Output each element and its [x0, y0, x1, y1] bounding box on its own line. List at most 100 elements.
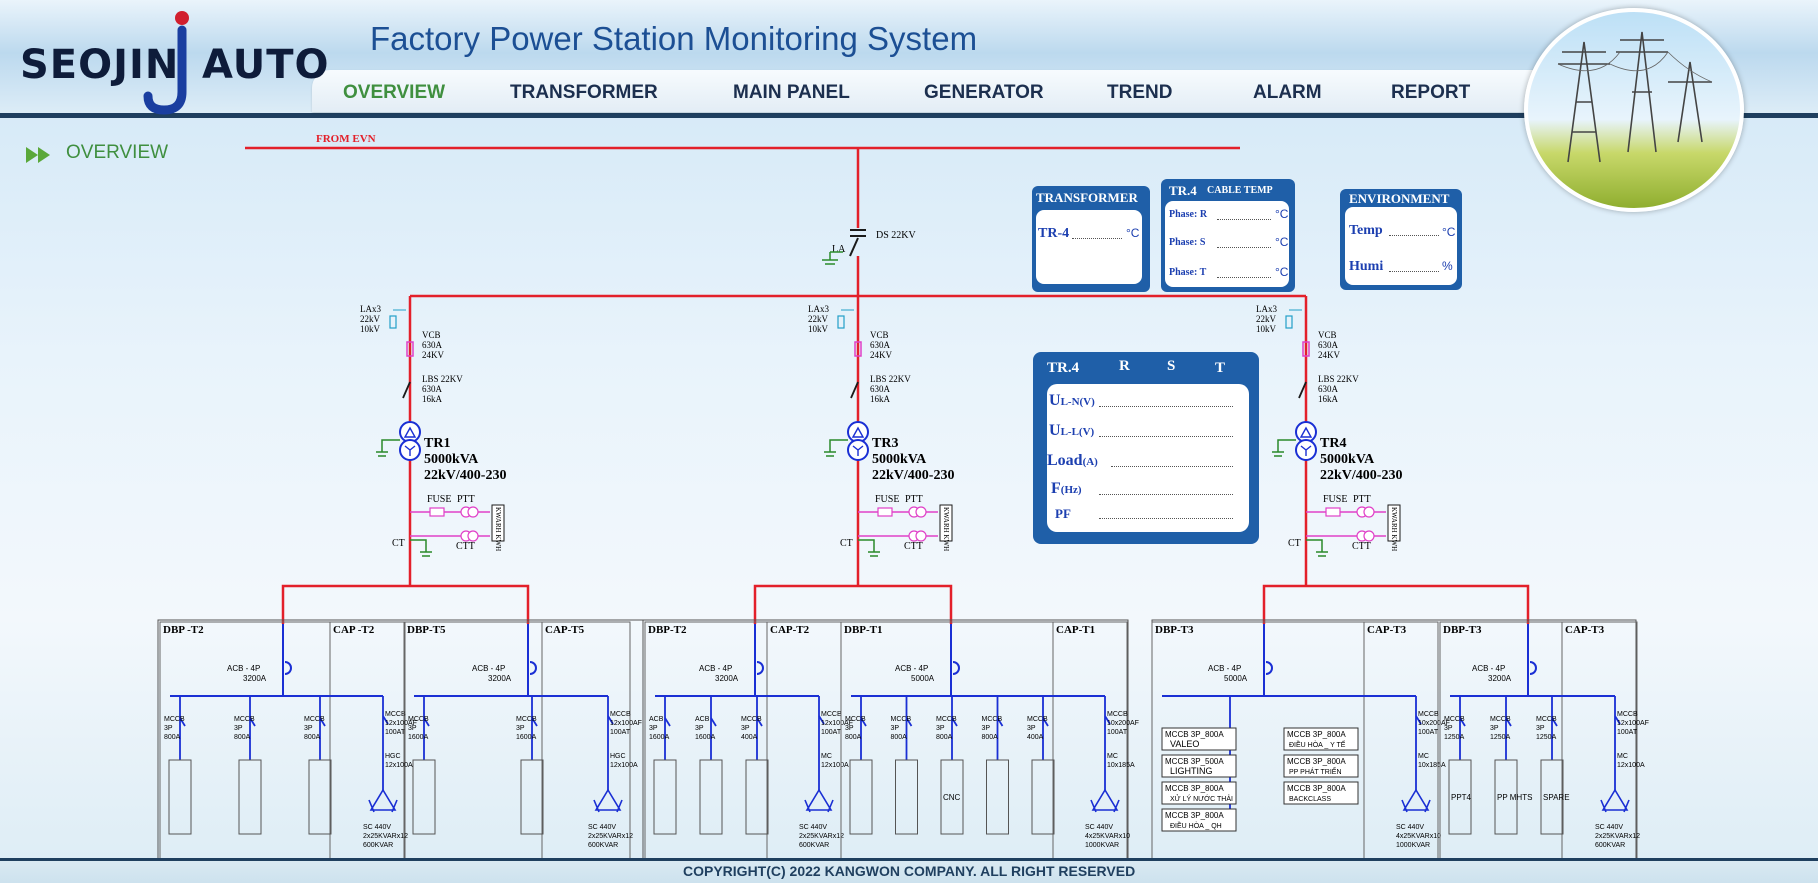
sc-label: SC 440V	[1396, 824, 1424, 831]
lbs-switch-icon	[402, 381, 411, 399]
cap-device-label: MC	[1617, 753, 1628, 760]
pylon-photo	[1524, 8, 1744, 212]
copyright-text: COPYRIGHT(C) 2022 KANGWON COMPANY. ALL R…	[683, 863, 1136, 879]
lbs-label-line: 16kA	[422, 394, 443, 404]
cap-device-label: 12x100A	[1617, 762, 1645, 769]
mccb-breaker-icon	[319, 717, 326, 727]
lbs-label-line: 630A	[870, 384, 891, 394]
mccb-breaker-icon	[1551, 717, 1558, 727]
uln-label: UL-N(V)	[1049, 392, 1095, 409]
cap-device-label: 12x100A	[610, 762, 638, 769]
nav-overview[interactable]: OVERVIEW	[343, 82, 446, 103]
ctt-label: CTT	[904, 541, 923, 552]
unit-label: °C	[1126, 226, 1140, 240]
cap-device-label: 12x100A	[821, 762, 849, 769]
la-label-line: 22kV	[808, 314, 829, 324]
load-box	[745, 759, 769, 835]
pf-label: PF	[1055, 506, 1071, 521]
mccb-label: 3P	[1536, 725, 1545, 732]
mccb-label: MCCB	[891, 716, 912, 723]
la-label-line: 22kV	[360, 314, 381, 324]
mccb-label: 3P	[845, 725, 854, 732]
meter-box-icon	[939, 504, 953, 542]
cap-mccb-icon	[1415, 715, 1422, 725]
mccb-label: MCCB	[1444, 716, 1465, 723]
transformer-name: TR4	[1320, 436, 1346, 451]
panel-title: TRANSFORMER	[1036, 190, 1138, 205]
nav-main-panel[interactable]: MAIN PANEL	[733, 82, 850, 103]
sc-label: SC 440V	[363, 824, 391, 831]
mccb-breaker-icon	[249, 717, 256, 727]
mccb-label: MCCB	[516, 716, 537, 723]
load-label: SPARE	[1543, 793, 1570, 802]
la-label-line: LAx3	[360, 304, 381, 314]
mccb-breaker-icon	[531, 717, 538, 727]
mccb-box-rating: MCCB 3P_800A	[1165, 811, 1224, 820]
fuse-label: FUSE	[875, 494, 899, 505]
wye-icon	[1300, 445, 1312, 456]
mccb-label: 1250A	[1490, 734, 1511, 741]
sc-label: 4x25KVARx10	[1396, 833, 1441, 840]
nav-report[interactable]: REPORT	[1391, 82, 1471, 103]
capacitor-bank-icon	[1401, 788, 1431, 813]
mccb-label: MCCB	[164, 716, 185, 723]
acb-rating: 3200A	[243, 674, 267, 683]
mccb-label: 3P	[695, 725, 704, 732]
pylon-icon	[1557, 31, 1713, 163]
cap-mccb-label: 100AT	[610, 729, 631, 736]
vcb-label-line: 24KV	[870, 350, 892, 360]
nav-trend[interactable]: TREND	[1107, 82, 1173, 103]
lbs-label-line: 630A	[422, 384, 443, 394]
load-box	[1448, 759, 1472, 835]
vcb-label-line: VCB	[1318, 330, 1337, 340]
nav-generator[interactable]: GENERATOR	[924, 82, 1044, 103]
capacitor-bank-icon	[368, 788, 398, 813]
cap-label: CAP -T2	[333, 624, 375, 636]
nav-alarm[interactable]: ALARM	[1253, 82, 1322, 103]
delta-icon	[403, 426, 417, 438]
lbs-label-line: LBS 22KV	[1318, 374, 1359, 384]
cap-mccb-label: MCCB	[1617, 711, 1638, 718]
mccb-label: 3P	[1027, 725, 1036, 732]
vcb-label-line: 630A	[422, 340, 443, 350]
mccb-breaker-icon	[756, 717, 763, 727]
mccb-label: 800A	[936, 734, 953, 741]
nav-transformer[interactable]: TRANSFORMER	[510, 82, 658, 103]
transformer-rating: 5000kVA	[424, 452, 479, 467]
delta-icon	[851, 426, 865, 438]
mccb-label: 3P	[234, 725, 243, 732]
logo-right-text: AUTO	[202, 42, 330, 88]
mccb-box	[1283, 754, 1359, 778]
mccb-label: MCCB	[408, 716, 429, 723]
vcb-label-line: 24KV	[1318, 350, 1340, 360]
la-label-line: LAx3	[1256, 304, 1277, 314]
acb-rating: 3200A	[1488, 674, 1512, 683]
vcb-label-line: VCB	[422, 330, 441, 340]
sc-label: 2x25KVARx12	[1595, 833, 1640, 840]
wye-icon	[852, 445, 864, 456]
acb-breaker-icon	[1529, 661, 1537, 675]
cap-mccb-icon	[1614, 715, 1621, 725]
mccb-label: 3P	[408, 725, 417, 732]
load-box	[986, 759, 1009, 835]
humi-label: Humi	[1349, 259, 1384, 274]
nav-bar	[312, 70, 1612, 112]
panel-title: TR.4	[1047, 360, 1080, 376]
sc-label: SC 440V	[1595, 824, 1623, 831]
lv-split-line	[1262, 584, 1530, 624]
acb-label: ACB - 4P	[1208, 664, 1241, 673]
mccb-label: 3P	[741, 725, 750, 732]
load-box	[308, 759, 332, 835]
sc-label: 1000KVAR	[1396, 842, 1430, 849]
lbs-label-line: 16kA	[870, 394, 891, 404]
vcb-icon	[406, 341, 414, 357]
transformer-name: TR1	[424, 436, 450, 451]
transformer-temp-panel: TRANSFORMER TR-4 °C	[1032, 186, 1150, 292]
mccb-box-name: ĐIỀU HÒA _ QH	[1170, 820, 1222, 830]
load-box	[699, 759, 723, 835]
load-box	[653, 759, 677, 835]
